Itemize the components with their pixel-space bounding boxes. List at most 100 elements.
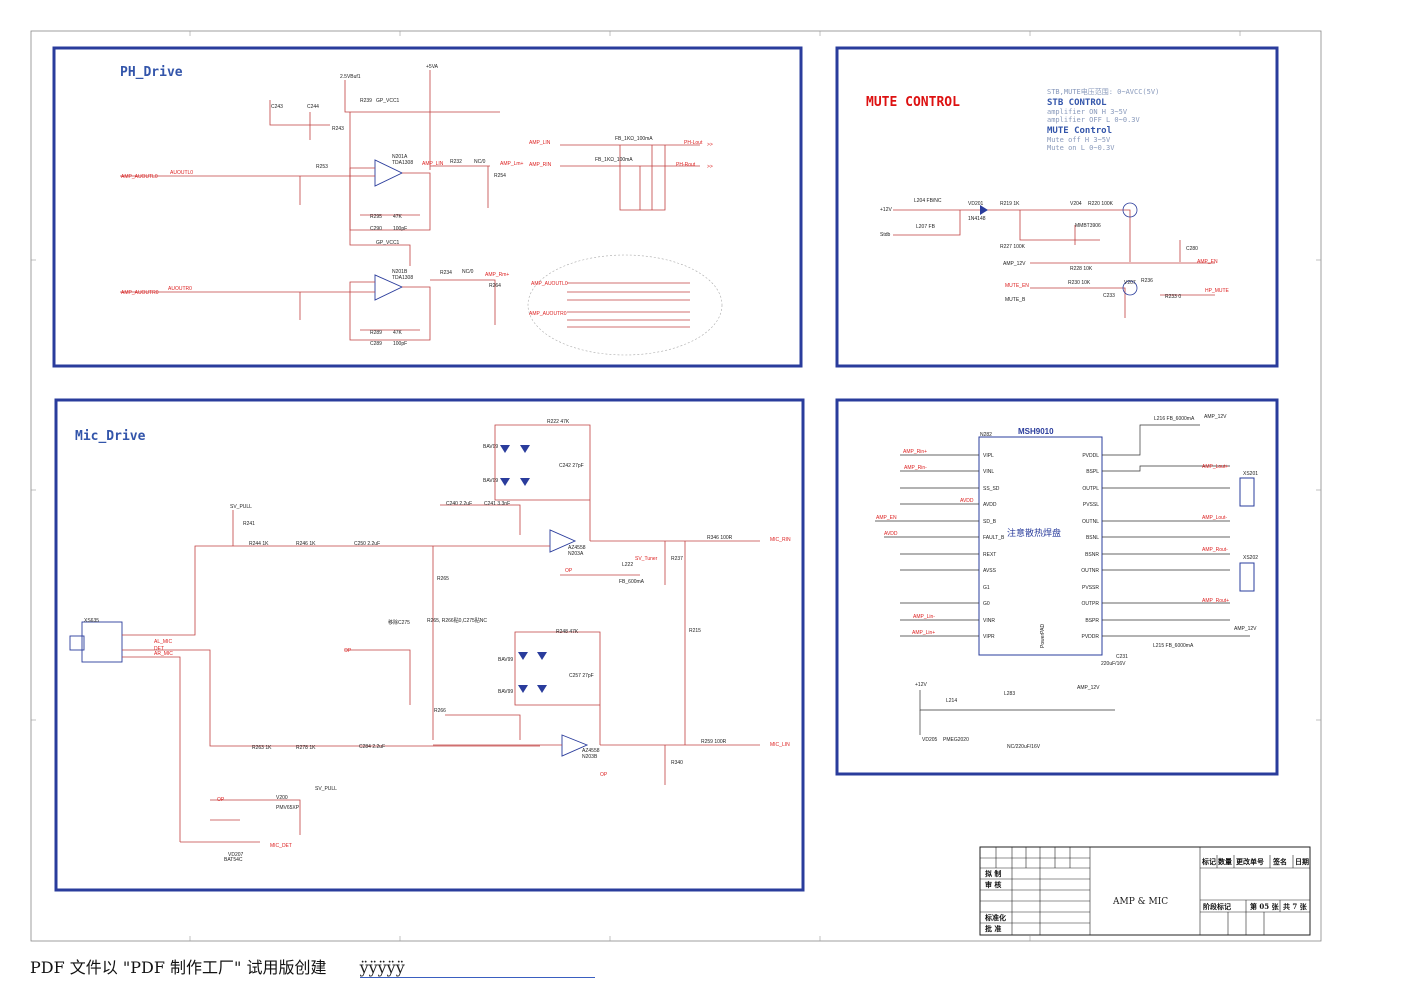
c290-val: 100pF (393, 226, 407, 232)
opt-amp-auoutr0: AMP_AUOUTR0 (529, 311, 567, 317)
pin-outnl: OUTNL (1082, 519, 1099, 525)
ar-mic: AR_MIC (154, 651, 173, 657)
l214: L214 (946, 698, 957, 704)
r246: R246 1K (296, 541, 316, 547)
r215: R215 (689, 628, 701, 634)
vd201: VD201 (968, 201, 984, 207)
pin-pvssr: PVSSR (1082, 585, 1099, 591)
ph-rout-arrow: >> (707, 164, 713, 170)
bav99-4: BAV99 (498, 689, 513, 695)
tb-review: 审 核 (985, 880, 1001, 889)
mute-control-section: MUTE CONTROL STB,MUTE电压范围: 0~AVCC(5V) ST… (835, 46, 1279, 368)
mute-plus12v: +12V (880, 207, 892, 213)
n201b-label: N201B (392, 269, 408, 275)
c231: C231 (1116, 654, 1128, 660)
c257: C257 27pF (569, 673, 594, 679)
bav99-3: BAV99 (498, 657, 513, 663)
v204-transistor (1122, 202, 1138, 218)
amp-rin-2: AMP_RIN (529, 162, 552, 168)
amp-auoutl0: AMP_AUOUTL0 (121, 174, 158, 180)
v204: V204 (1070, 201, 1082, 207)
pin-vipr: VIPR (983, 634, 995, 640)
mic-drive-section: Mic_Drive XS635 AL_MIC DET AR_MIC AZ4558… (54, 398, 805, 892)
c242: C242 27pF (559, 463, 584, 469)
r243: R243 (332, 126, 344, 132)
r289: R289 (370, 330, 382, 336)
pin-pvddl: PVDDL (1082, 453, 1099, 459)
c233: C233 (1103, 293, 1115, 299)
opamp-n203a (549, 529, 577, 553)
amp-rm: AMP_Rm+ (485, 272, 509, 278)
r248: R248 47K (556, 629, 579, 635)
amp-rin-minus: AMP_Rin- (904, 465, 927, 471)
footer-text: PDF 文件以 "PDF 制作工厂" 试用版创建 (30, 958, 327, 977)
pin-bsnl: BSNL (1086, 535, 1099, 541)
amp-lm: AMP_Lm+ (500, 161, 524, 167)
op-3: OP (600, 772, 608, 778)
mute-on-note: Mute on L 0~0.3V (1047, 144, 1115, 152)
amp-rin-plus: AMP_Rin+ (903, 449, 927, 455)
stb-control-title: STB CONTROL (1047, 98, 1107, 108)
tb-h-qty: 数量 (1218, 857, 1232, 866)
powerpad: PowerPAD (1040, 624, 1046, 648)
pin-avdd: AVDD (983, 502, 997, 508)
footer-link[interactable]: ÿÿÿÿÿ (359, 958, 595, 978)
xs201-connector (1239, 477, 1255, 507)
sv-pull-1: SV_PULL (230, 504, 252, 510)
vd207: VD207 (228, 852, 244, 858)
n201a-label: N201A (392, 154, 408, 160)
tb-h-change: 更改单号 (1236, 857, 1264, 866)
amp-lin-minus: AMP_Lin- (913, 614, 935, 620)
pin-avss: AVSS (983, 568, 997, 574)
amp-lin: AMP_LIN (422, 161, 444, 167)
pin-note: 移除C275 (388, 619, 410, 626)
pin-fault-b: FAULT_B (983, 535, 1005, 541)
auoutr0: AUOUTR0 (168, 286, 192, 292)
nc-220uf: NC/220uF/16V (1007, 744, 1041, 750)
r236: R236 (1141, 278, 1153, 284)
l207: L207 FB (916, 224, 936, 230)
msh9010-chip (978, 436, 1103, 656)
amp-lout-minus: AMP_Lout- (1202, 515, 1227, 521)
ph-rout: PH-Rout (676, 162, 696, 168)
amplifier-box (835, 398, 1279, 776)
tb-sheet-no: 第 05 张 (1250, 902, 1280, 911)
ph-lout-arrow: >> (707, 142, 713, 148)
r228: R228 10K (1070, 266, 1093, 272)
r241: R241 (243, 521, 255, 527)
az4558-a: AZ4558 (568, 545, 586, 551)
pin-sd-b: SD_B (983, 519, 997, 525)
c243: C243 (271, 104, 283, 110)
n203b: N203B (582, 754, 598, 760)
l210-label: FB_1KΩ_100mA (615, 136, 653, 142)
c241: C241 3.3nF (484, 501, 510, 507)
pin-pvssl: PVSSL (1083, 502, 1099, 508)
mic-rin: MIC_RIN (770, 537, 791, 543)
pmv65xp: PMV65XP (276, 805, 300, 811)
amp-en-net: AMP_EN (876, 515, 897, 521)
op-1: OP (344, 648, 352, 654)
mute-off-note: Mute off H 3~5V (1047, 136, 1111, 144)
az4558-b: AZ4558 (582, 748, 600, 754)
r289-val: 47K (393, 330, 403, 336)
vd205: VD205 (922, 737, 938, 743)
stb-off-note: amplifier OFF L 0~0.3V (1047, 116, 1141, 124)
r233: R233 0 (1165, 294, 1181, 300)
nc0-a: NC/0 (474, 159, 486, 165)
vd201-diode (980, 205, 988, 215)
xs202: XS202 (1243, 555, 1258, 561)
mute-control-box (835, 46, 1279, 368)
opamp-n201a: N201A TDA1308 (374, 154, 413, 187)
r259: R259 100R (701, 739, 727, 745)
n282: N282 (980, 432, 992, 438)
mic-det: MIC_DET (270, 843, 292, 849)
ph-lout: PH-Lout (684, 140, 703, 146)
r244: R244 1K (249, 541, 269, 547)
stb-on-note: amplifier ON H 3~5V (1047, 108, 1128, 116)
d1n4148: 1N4148 (968, 216, 986, 222)
vcc1-a: GP_VCC1 (376, 98, 400, 104)
pin-g0: G0 (983, 601, 990, 607)
r230: R230 10K (1068, 280, 1091, 286)
r346: R346 100R (707, 535, 733, 541)
r278: R278 1K (296, 745, 316, 751)
